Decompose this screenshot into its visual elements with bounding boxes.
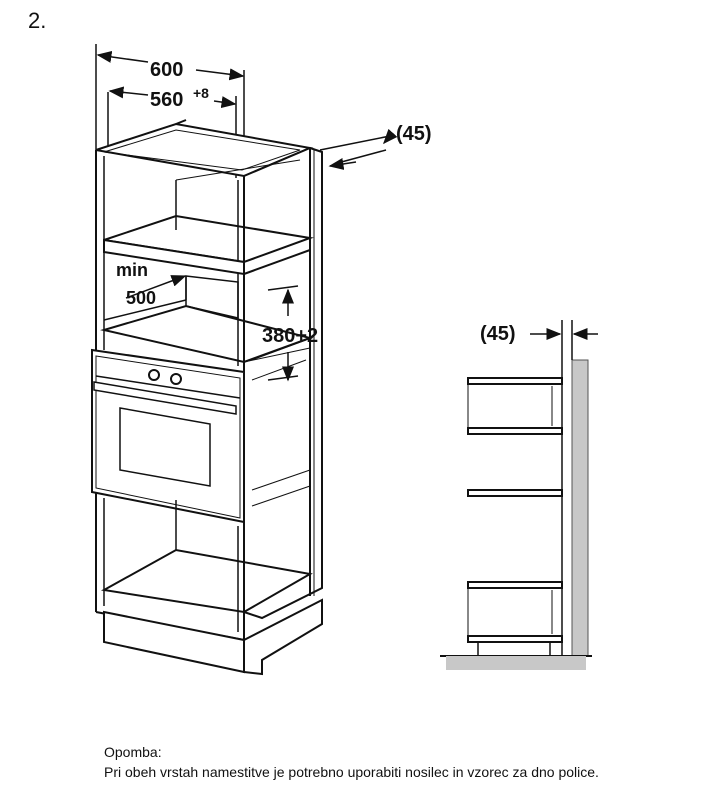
tall-cabinet bbox=[95, 44, 323, 620]
dimension-lines bbox=[96, 50, 398, 382]
note-title: Opomba: bbox=[104, 744, 162, 760]
oven-appliance bbox=[91, 348, 245, 524]
niche-height-label: 380+2 bbox=[262, 325, 318, 347]
step-number: 2. bbox=[28, 8, 47, 33]
depth-offset-side-label: (45) bbox=[480, 323, 516, 345]
note-block: Opomba: Pri obeh vrstah namestitve je po… bbox=[104, 742, 599, 782]
side-section-view bbox=[440, 320, 598, 670]
installation-diagram: 600 560 +8 (45) min 500 380+2 (45) bbox=[91, 44, 598, 676]
min-value-label: 500 bbox=[126, 288, 156, 308]
dimension-labels: 600 560 +8 (45) min 500 380+2 bbox=[116, 59, 432, 347]
bottom-compartment bbox=[95, 492, 323, 676]
note-text: Pri obeh vrstah namestitve je potrebno u… bbox=[104, 764, 599, 780]
depth-offset-top-label: (45) bbox=[396, 123, 432, 145]
min-label: min bbox=[116, 260, 148, 280]
width-outer-label: 600 bbox=[150, 59, 183, 81]
width-inner-label: 560 bbox=[150, 89, 183, 111]
width-inner-tolerance: +8 bbox=[193, 85, 209, 101]
